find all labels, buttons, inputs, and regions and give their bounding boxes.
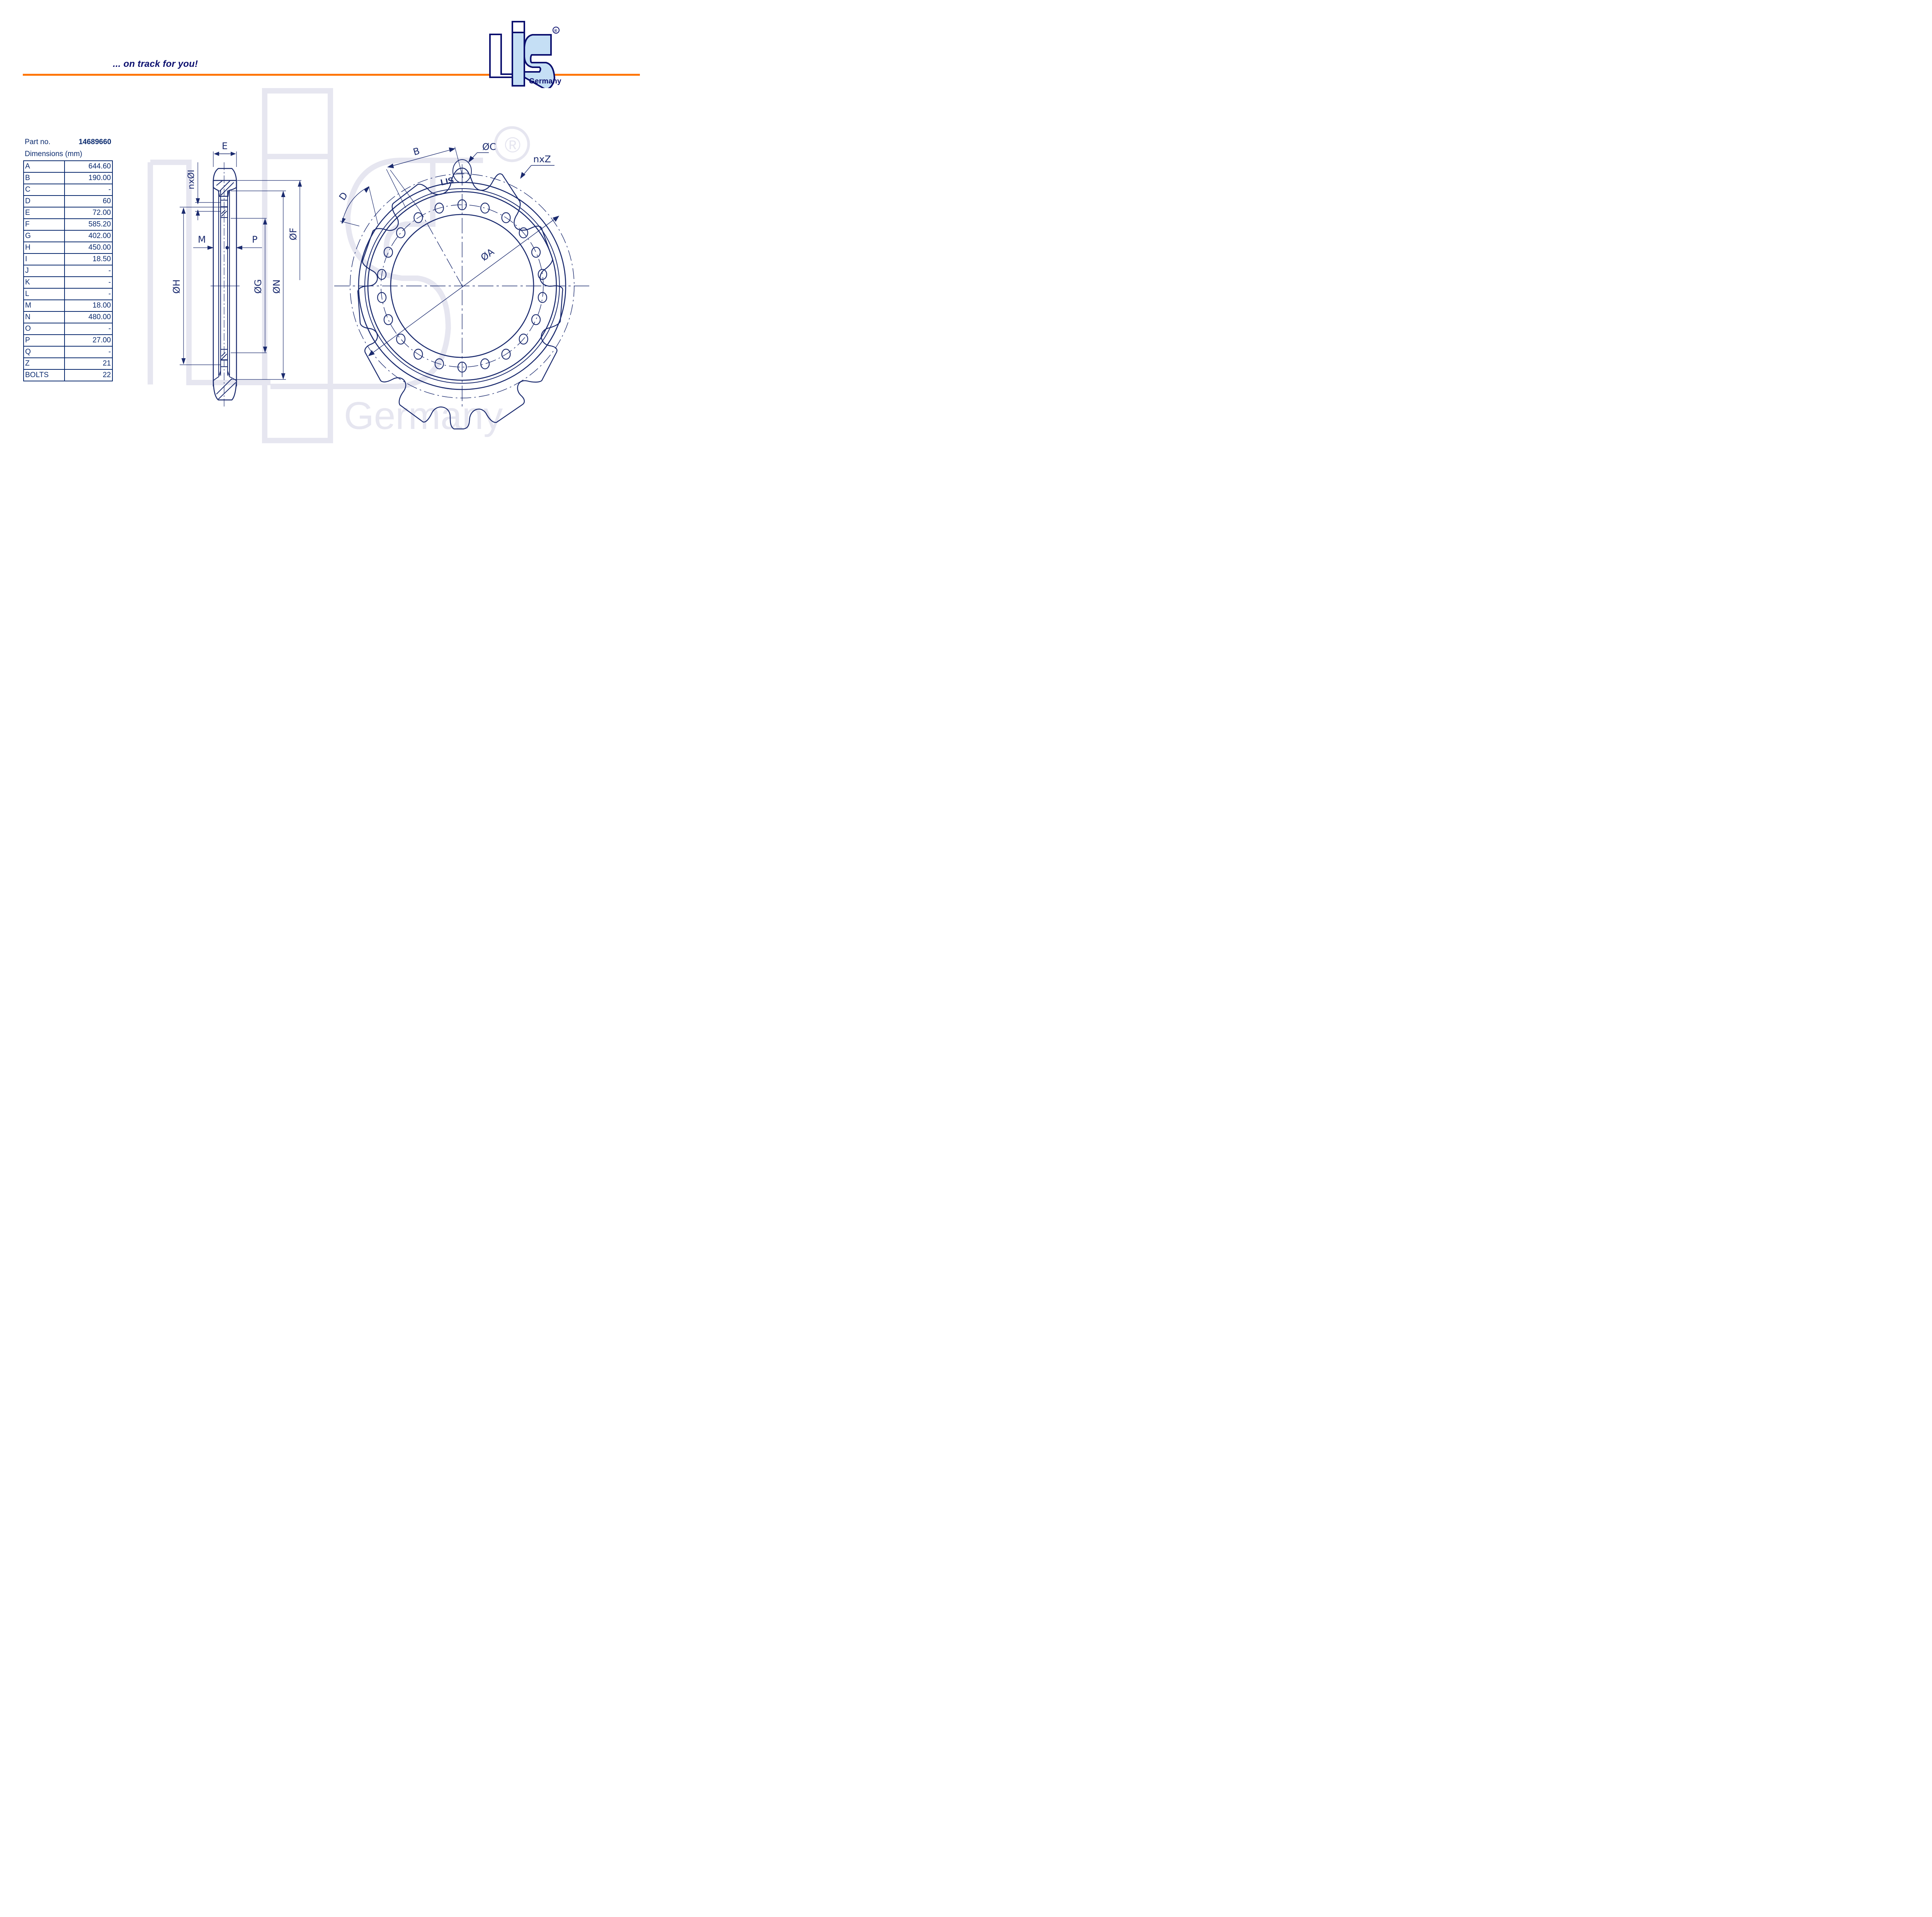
dim-value: 450.00 bbox=[64, 242, 113, 254]
dim-key: O bbox=[23, 323, 65, 335]
label-dim-nxI: nxØI bbox=[187, 170, 196, 189]
header-accent-rule bbox=[23, 74, 640, 76]
part-number-label: Part no. bbox=[25, 138, 51, 146]
watermark-registered-mark: ® bbox=[505, 133, 520, 157]
dim-key: H bbox=[23, 242, 65, 254]
sprocket-logo-mark: LIS bbox=[440, 175, 455, 187]
front-view bbox=[334, 146, 591, 430]
dim-value: - bbox=[64, 288, 113, 300]
dim-value: 27.00 bbox=[64, 334, 113, 347]
dim-key: Z bbox=[23, 357, 65, 370]
label-dim-E: E bbox=[222, 141, 228, 151]
tagline: ... on track for you! bbox=[113, 59, 198, 69]
dim-key: Q bbox=[23, 346, 65, 358]
label-dim-A: ØA bbox=[479, 246, 496, 263]
watermark-germany-text: Germany bbox=[344, 394, 503, 437]
dim-value: 18.00 bbox=[64, 299, 113, 312]
label-dim-nxZ: nxZ bbox=[533, 154, 551, 165]
label-dim-G: ØG bbox=[253, 279, 264, 294]
label-dim-P: P bbox=[252, 234, 257, 245]
table-row: K- bbox=[23, 276, 113, 289]
table-row: Q- bbox=[23, 346, 113, 358]
dim-key: I bbox=[23, 253, 65, 265]
table-row: C- bbox=[23, 184, 113, 196]
dim-key: B bbox=[23, 172, 65, 184]
side-view bbox=[180, 151, 302, 408]
dim-value: 60 bbox=[64, 195, 113, 208]
watermark-logo bbox=[148, 88, 483, 443]
label-dim-N: ØN bbox=[271, 279, 282, 294]
lis-logo: ® bbox=[489, 21, 560, 88]
logo-registered-mark: ® bbox=[554, 29, 557, 33]
label-dim-C: ØC bbox=[482, 141, 496, 152]
dim-key: E bbox=[23, 207, 65, 219]
dim-key: N bbox=[23, 311, 65, 323]
dim-value: - bbox=[64, 323, 113, 335]
table-row: J- bbox=[23, 265, 113, 277]
dim-value: 480.00 bbox=[64, 311, 113, 323]
dim-key: F bbox=[23, 218, 65, 231]
label-dim-H: ØH bbox=[171, 279, 182, 294]
dimensions-title: Dimensions (mm) bbox=[25, 150, 82, 158]
dim-value: - bbox=[64, 346, 113, 358]
dim-value: 585.20 bbox=[64, 218, 113, 231]
dim-key: C bbox=[23, 184, 65, 196]
datasheet-page: ® Germany bbox=[0, 0, 678, 479]
dim-key: K bbox=[23, 276, 65, 289]
dim-value: 18.50 bbox=[64, 253, 113, 265]
technical-drawing: ® Germany bbox=[148, 88, 591, 443]
dim-key: L bbox=[23, 288, 65, 300]
label-dim-B: B bbox=[412, 145, 421, 157]
dim-key: D bbox=[23, 195, 65, 208]
dim-key: G bbox=[23, 230, 65, 242]
table-row: L- bbox=[23, 288, 113, 300]
label-dim-M: M bbox=[198, 234, 206, 245]
dim-value: 644.60 bbox=[64, 160, 113, 173]
dim-value: - bbox=[64, 276, 113, 289]
dim-value: 190.00 bbox=[64, 172, 113, 184]
part-number-value: 14689660 bbox=[78, 138, 111, 146]
logo-subtitle: Germany bbox=[529, 77, 561, 85]
dim-value: - bbox=[64, 184, 113, 196]
dim-value: 402.00 bbox=[64, 230, 113, 242]
dim-value: 72.00 bbox=[64, 207, 113, 219]
dim-key: A bbox=[23, 160, 65, 173]
dim-value: 21 bbox=[64, 357, 113, 370]
table-row: O- bbox=[23, 323, 113, 335]
dim-value: 22 bbox=[64, 369, 113, 381]
dim-key: BOLTS bbox=[23, 369, 65, 381]
part-number-row: Part no. 14689660 bbox=[23, 136, 113, 148]
dim-value: - bbox=[64, 265, 113, 277]
label-dim-F: ØF bbox=[288, 228, 299, 240]
dim-key: M bbox=[23, 299, 65, 312]
watermark-registered-circle bbox=[494, 126, 530, 162]
dim-key: J bbox=[23, 265, 65, 277]
dim-key: P bbox=[23, 334, 65, 347]
